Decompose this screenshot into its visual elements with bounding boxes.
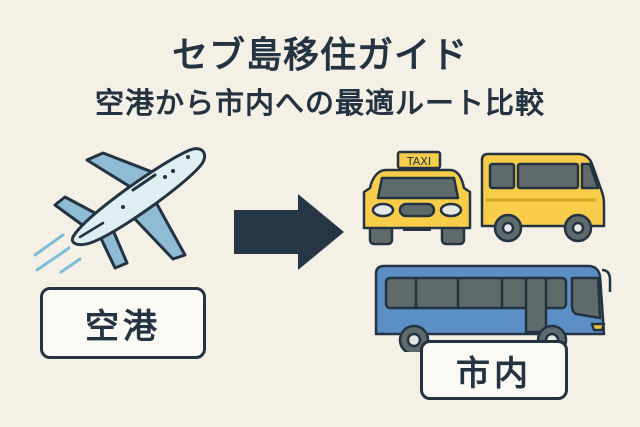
arrow-right-icon (234, 194, 344, 270)
airplane-icon (33, 147, 206, 274)
svg-text:TAXI: TAXI (406, 155, 431, 168)
page-subtitle: 空港から市内への最適ルート比較 (94, 86, 545, 120)
van-icon (480, 152, 606, 243)
city-label: 市内 (420, 340, 568, 400)
airport-label: 空港 (40, 287, 206, 359)
taxi-icon: TAXI (362, 150, 472, 246)
bus-icon (374, 264, 612, 352)
page-title: セブ島移住ガイド (171, 35, 468, 76)
